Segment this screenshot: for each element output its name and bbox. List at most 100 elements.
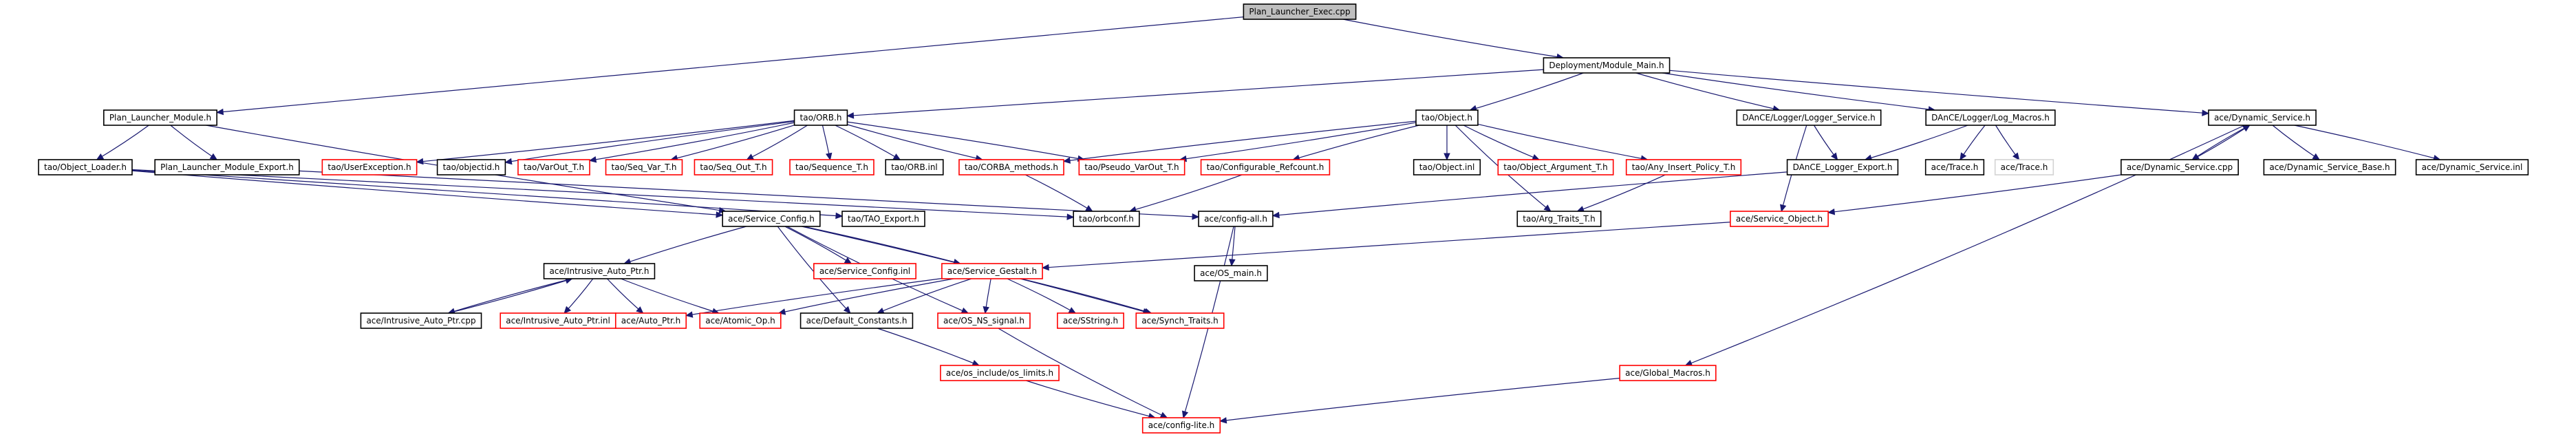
node-ace-intrusive-auto-ptr-h[interactable]: ace/Intrusive_Auto_Ptr.h	[543, 263, 656, 279]
node-ace-dynamic-service-inl[interactable]: ace/Dynamic_Service.inl	[2415, 159, 2529, 175]
edge-arrowhead	[1066, 213, 1075, 220]
node-label: ace/Dynamic_Service.h	[2214, 113, 2310, 122]
node-dance-logger-service-h[interactable]: DAnCE/Logger/Logger_Service.h	[1736, 109, 1882, 126]
node-dance-log-macros-h[interactable]: DAnCE/Logger/Log_Macros.h	[1925, 109, 2056, 126]
node-tao-object-h[interactable]: tao/Object.h	[1415, 109, 1479, 126]
node-box	[1078, 159, 1185, 175]
node-box	[1516, 211, 1602, 227]
node-tao-userexception-h[interactable]: tao/UserException.h	[321, 159, 418, 175]
node-tao-seq-var-t-h[interactable]: tao/Seq_Var_T.h	[605, 159, 683, 175]
node-ace-intrusive-auto-ptr-inl[interactable]: ace/Intrusive_Auto_Ptr.inl	[500, 312, 616, 329]
edge-line	[96, 125, 149, 160]
edge-plan-launcher-module-h-to-tao-object-loader-h	[96, 125, 149, 160]
node-tao-varout-t-h[interactable]: tao/VarOut_T.h	[517, 159, 590, 175]
edge-line	[671, 125, 795, 160]
node-ace-synch-traits-h[interactable]: ace/Synch_Traits.h	[1135, 312, 1225, 329]
node-ace-config-all-h[interactable]: ace/config-all.h	[1198, 211, 1274, 227]
node-box	[1625, 159, 1742, 175]
node-tao-orb-h[interactable]: tao/ORB.h	[793, 109, 848, 126]
node-tao-objectid-h[interactable]: tao/objectid.h	[436, 159, 506, 175]
edge-arrowhead	[1827, 208, 1836, 215]
edge-arrowhead	[2012, 152, 2020, 160]
node-label: ace/Default_Constants.h	[806, 316, 908, 326]
edge-tao-orb-h-to-tao-userexception-h	[416, 120, 795, 165]
node-box	[1057, 312, 1124, 329]
node-tao-object-argument-t-h[interactable]: tao/Object_Argument_T.h	[1497, 159, 1614, 175]
node-label: Plan_Launcher_Module.h	[109, 113, 211, 122]
node-ace-dynamic-service-cpp[interactable]: ace/Dynamic_Service.cpp	[2121, 159, 2239, 175]
node-ace-os-ns-signal-h[interactable]: ace/OS_NS_signal.h	[937, 312, 1031, 329]
edge-tao-any-insert-policy-t-h-to-tao-arg-traits-t-h	[1576, 174, 1666, 213]
node-tao-any-insert-policy-t-h[interactable]: tao/Any_Insert_Policy_T.h	[1625, 159, 1742, 175]
node-tao-arg-traits-t-h[interactable]: tao/Arg_Traits_T.h	[1516, 211, 1602, 227]
node-plan-launcher-module-export-h[interactable]: Plan_Launcher_Module_Export.h	[154, 159, 300, 175]
node-dance-logger-export-h[interactable]: DAnCE_Logger_Export.h	[1786, 159, 1899, 175]
node-tao-corba-methods-h[interactable]: tao/CORBA_methods.h	[958, 159, 1064, 175]
node-label: tao/Object_Argument_T.h	[1503, 162, 1607, 172]
edge-line	[1577, 174, 1666, 212]
edge-tao-configurable-refcount-h-to-tao-orbconf-h	[1128, 174, 1243, 213]
node-ace-config-lite-h[interactable]: ace/config-lite.h	[1141, 417, 1221, 434]
node-tao-seq-out-t-h[interactable]: tao/Seq_Out_T.h	[694, 159, 773, 175]
node-ace-intrusive-auto-ptr-cpp[interactable]: ace/Intrusive_Auto_Ptr.cpp	[360, 312, 482, 329]
node-tao-orbconf-h[interactable]: tao/orbconf.h	[1073, 211, 1140, 227]
edge-line	[1669, 70, 2209, 114]
node-box	[940, 365, 1060, 381]
node-tao-sequence-t-h[interactable]: tao/Sequence_T.h	[789, 159, 874, 175]
node-ace-service-config-inl[interactable]: ace/Service_Config.inl	[813, 263, 916, 279]
edge-line	[847, 124, 983, 160]
edge-line	[621, 278, 719, 314]
node-tao-pseudo-varout-t-h[interactable]: tao/Pseudo_VarOut_T.h	[1078, 159, 1185, 175]
node-tao-tao-export-h[interactable]: tao/TAO_Export.h	[841, 211, 925, 227]
node-box	[360, 312, 482, 329]
node-box	[1497, 159, 1614, 175]
node-ace-atomic-op-h[interactable]: ace/Atomic_Op.h	[699, 312, 782, 329]
edge-arrowhead	[1229, 259, 1236, 267]
node-tao-object-inl[interactable]: tao/Object.inl	[1413, 159, 1481, 175]
node-ace-default-constants-h[interactable]: ace/Default_Constants.h	[799, 312, 914, 329]
node-label: tao/Object.h	[1421, 113, 1472, 122]
node-tao-object-loader-h[interactable]: tao/Object_Loader.h	[38, 159, 133, 175]
node-ace-service-config-h[interactable]: ace/Service_Config.h	[722, 211, 821, 227]
node-box	[1786, 159, 1899, 175]
node-ace-sstring-h[interactable]: ace/SString.h	[1057, 312, 1124, 329]
node-ace-trace-h-2[interactable]: ace/Trace.h	[1994, 159, 2054, 175]
edge-tao-orb-h-to-tao-corba-methods-h	[847, 124, 983, 162]
node-ace-dynamic-service-base-h[interactable]: ace/Dynamic_Service_Base.h	[2263, 159, 2396, 175]
edge-line	[847, 121, 1085, 160]
node-ace-auto-ptr-h[interactable]: ace/Auto_Ptr.h	[614, 312, 687, 329]
node-ace-dynamic-service-h[interactable]: ace/Dynamic_Service.h	[2208, 109, 2317, 126]
node-label: tao/UserException.h	[328, 162, 411, 172]
edge-arrowhead	[685, 311, 694, 318]
edge-arrowhead	[504, 158, 513, 165]
node-ace-service-object-h[interactable]: ace/Service_Object.h	[1730, 211, 1829, 227]
edge-ace-config-all-h-to-ace-os-main-h	[1229, 226, 1236, 267]
node-box	[1141, 417, 1221, 434]
node-label: ace/Dynamic_Service_Base.h	[2269, 162, 2390, 172]
node-ace-trace-h-1[interactable]: ace/Trace.h	[1924, 159, 1985, 175]
node-plan-launcher-module-h[interactable]: Plan_Launcher_Module.h	[103, 109, 217, 126]
node-label: ace/Intrusive_Auto_Ptr.inl	[506, 316, 610, 326]
edge-ace-service-gestalt-h-to-ace-auto-ptr-h	[685, 278, 942, 318]
node-label: ace/config-all.h	[1204, 214, 1267, 224]
node-label: tao/Object_Loader.h	[44, 162, 127, 172]
node-plan-launcher-exec-cpp[interactable]: Plan_Launcher_Exec.cpp	[1243, 3, 1357, 20]
node-ace-os-main-h[interactable]: ace/OS_main.h	[1194, 265, 1268, 281]
edge-line	[1463, 125, 1540, 160]
edge-line	[564, 278, 594, 314]
node-box	[321, 159, 418, 175]
edge-arrowhead	[846, 112, 855, 119]
edge-ace-default-constants-h-to-ace-os-include-os-limits-h	[877, 328, 980, 366]
edge-deployment-module-main-h-to-tao-object-h	[1469, 72, 1584, 111]
node-ace-os-include-os-limits-h[interactable]: ace/os_include/os_limits.h	[940, 365, 1060, 381]
node-tao-orb-inl[interactable]: tao/ORB.inl	[885, 159, 944, 175]
edge-line	[877, 328, 980, 366]
edge-ace-service-config-h-to-ace-default-constants-h	[777, 226, 851, 314]
edge-arrowhead	[209, 153, 218, 160]
edge-arrowhead	[843, 306, 851, 314]
edge-tao-orb-h-to-tao-sequence-t-h	[822, 125, 833, 161]
node-deployment-module-main-h[interactable]: Deployment/Module_Main.h	[1543, 57, 1671, 74]
node-ace-global-macros-h[interactable]: ace/Global_Macros.h	[1619, 365, 1717, 381]
node-ace-service-gestalt-h[interactable]: ace/Service_Gestalt.h	[941, 263, 1043, 279]
node-tao-configurable-refcount-h[interactable]: tao/Configurable_Refcount.h	[1200, 159, 1331, 175]
